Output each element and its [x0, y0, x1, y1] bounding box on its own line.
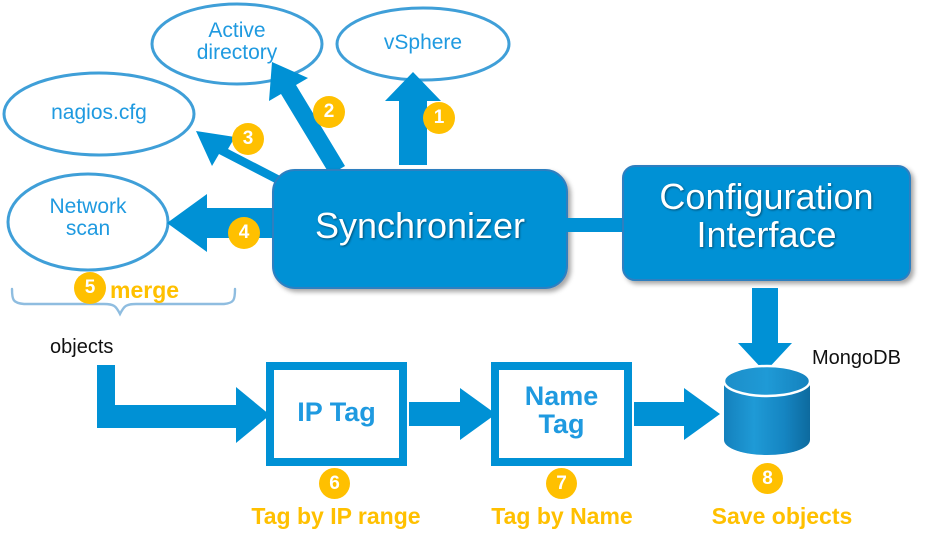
arrow-4-to-network-scan	[167, 194, 278, 252]
arrow-1-to-vsphere	[385, 72, 441, 165]
arrow-2-to-active-directory	[269, 62, 345, 175]
mongodb-label: MongoDB	[812, 347, 901, 369]
synchronizer-label: Synchronizer	[314, 205, 526, 246]
step-caption-tag-by-name: Tag by Name	[491, 503, 633, 529]
connector-synchronizer-configuration	[566, 218, 624, 232]
arrow-name-tag-to-mongodb	[634, 388, 720, 440]
ip-tag-box[interactable]	[266, 362, 407, 466]
step-caption-save-objects: Save objects	[711, 503, 853, 529]
name-tag-label: Name Tag	[524, 381, 599, 440]
step-badge-3[interactable]: 3	[232, 123, 264, 155]
configuration-interface-label: Configuration Interface	[659, 176, 874, 255]
step-badge-1[interactable]: 1	[423, 102, 455, 134]
step-caption-tag-by-ip-range: Tag by IP range	[251, 503, 421, 529]
arrow-objects-to-ip-tag	[97, 365, 270, 443]
source-label-vsphere: vSphere	[383, 31, 463, 54]
source-ellipse-active-directory[interactable]	[150, 2, 324, 86]
step-badge-5[interactable]: 5	[74, 272, 106, 304]
ip-tag-label: IP Tag	[297, 397, 376, 427]
objects-label: objects	[50, 336, 114, 358]
mongodb-cylinder[interactable]	[722, 364, 812, 455]
source-label-nagios: nagios.cfg	[51, 101, 147, 124]
source-ellipse-nagios[interactable]	[2, 71, 196, 157]
name-tag-box[interactable]	[491, 362, 632, 466]
step-badge-6[interactable]: 6	[319, 468, 350, 499]
arrow-ip-tag-to-name-tag	[409, 388, 496, 440]
source-ellipse-vsphere[interactable]	[335, 6, 511, 82]
merge-brace	[10, 287, 237, 317]
source-label-active-directory: Active directory	[196, 19, 278, 65]
arrow-configuration-to-mongodb	[738, 288, 792, 372]
step-badge-7[interactable]: 7	[546, 468, 577, 499]
configuration-interface-box[interactable]	[622, 165, 911, 281]
step-badge-2[interactable]: 2	[313, 96, 345, 128]
step-caption-merge: merge	[110, 277, 180, 303]
step-badge-4[interactable]: 4	[228, 217, 260, 249]
source-label-network-scan: Network scan	[49, 195, 127, 241]
step-badge-8[interactable]: 8	[752, 463, 783, 494]
arrow-3-to-nagios	[196, 131, 288, 185]
source-ellipse-network-scan[interactable]	[6, 172, 170, 272]
